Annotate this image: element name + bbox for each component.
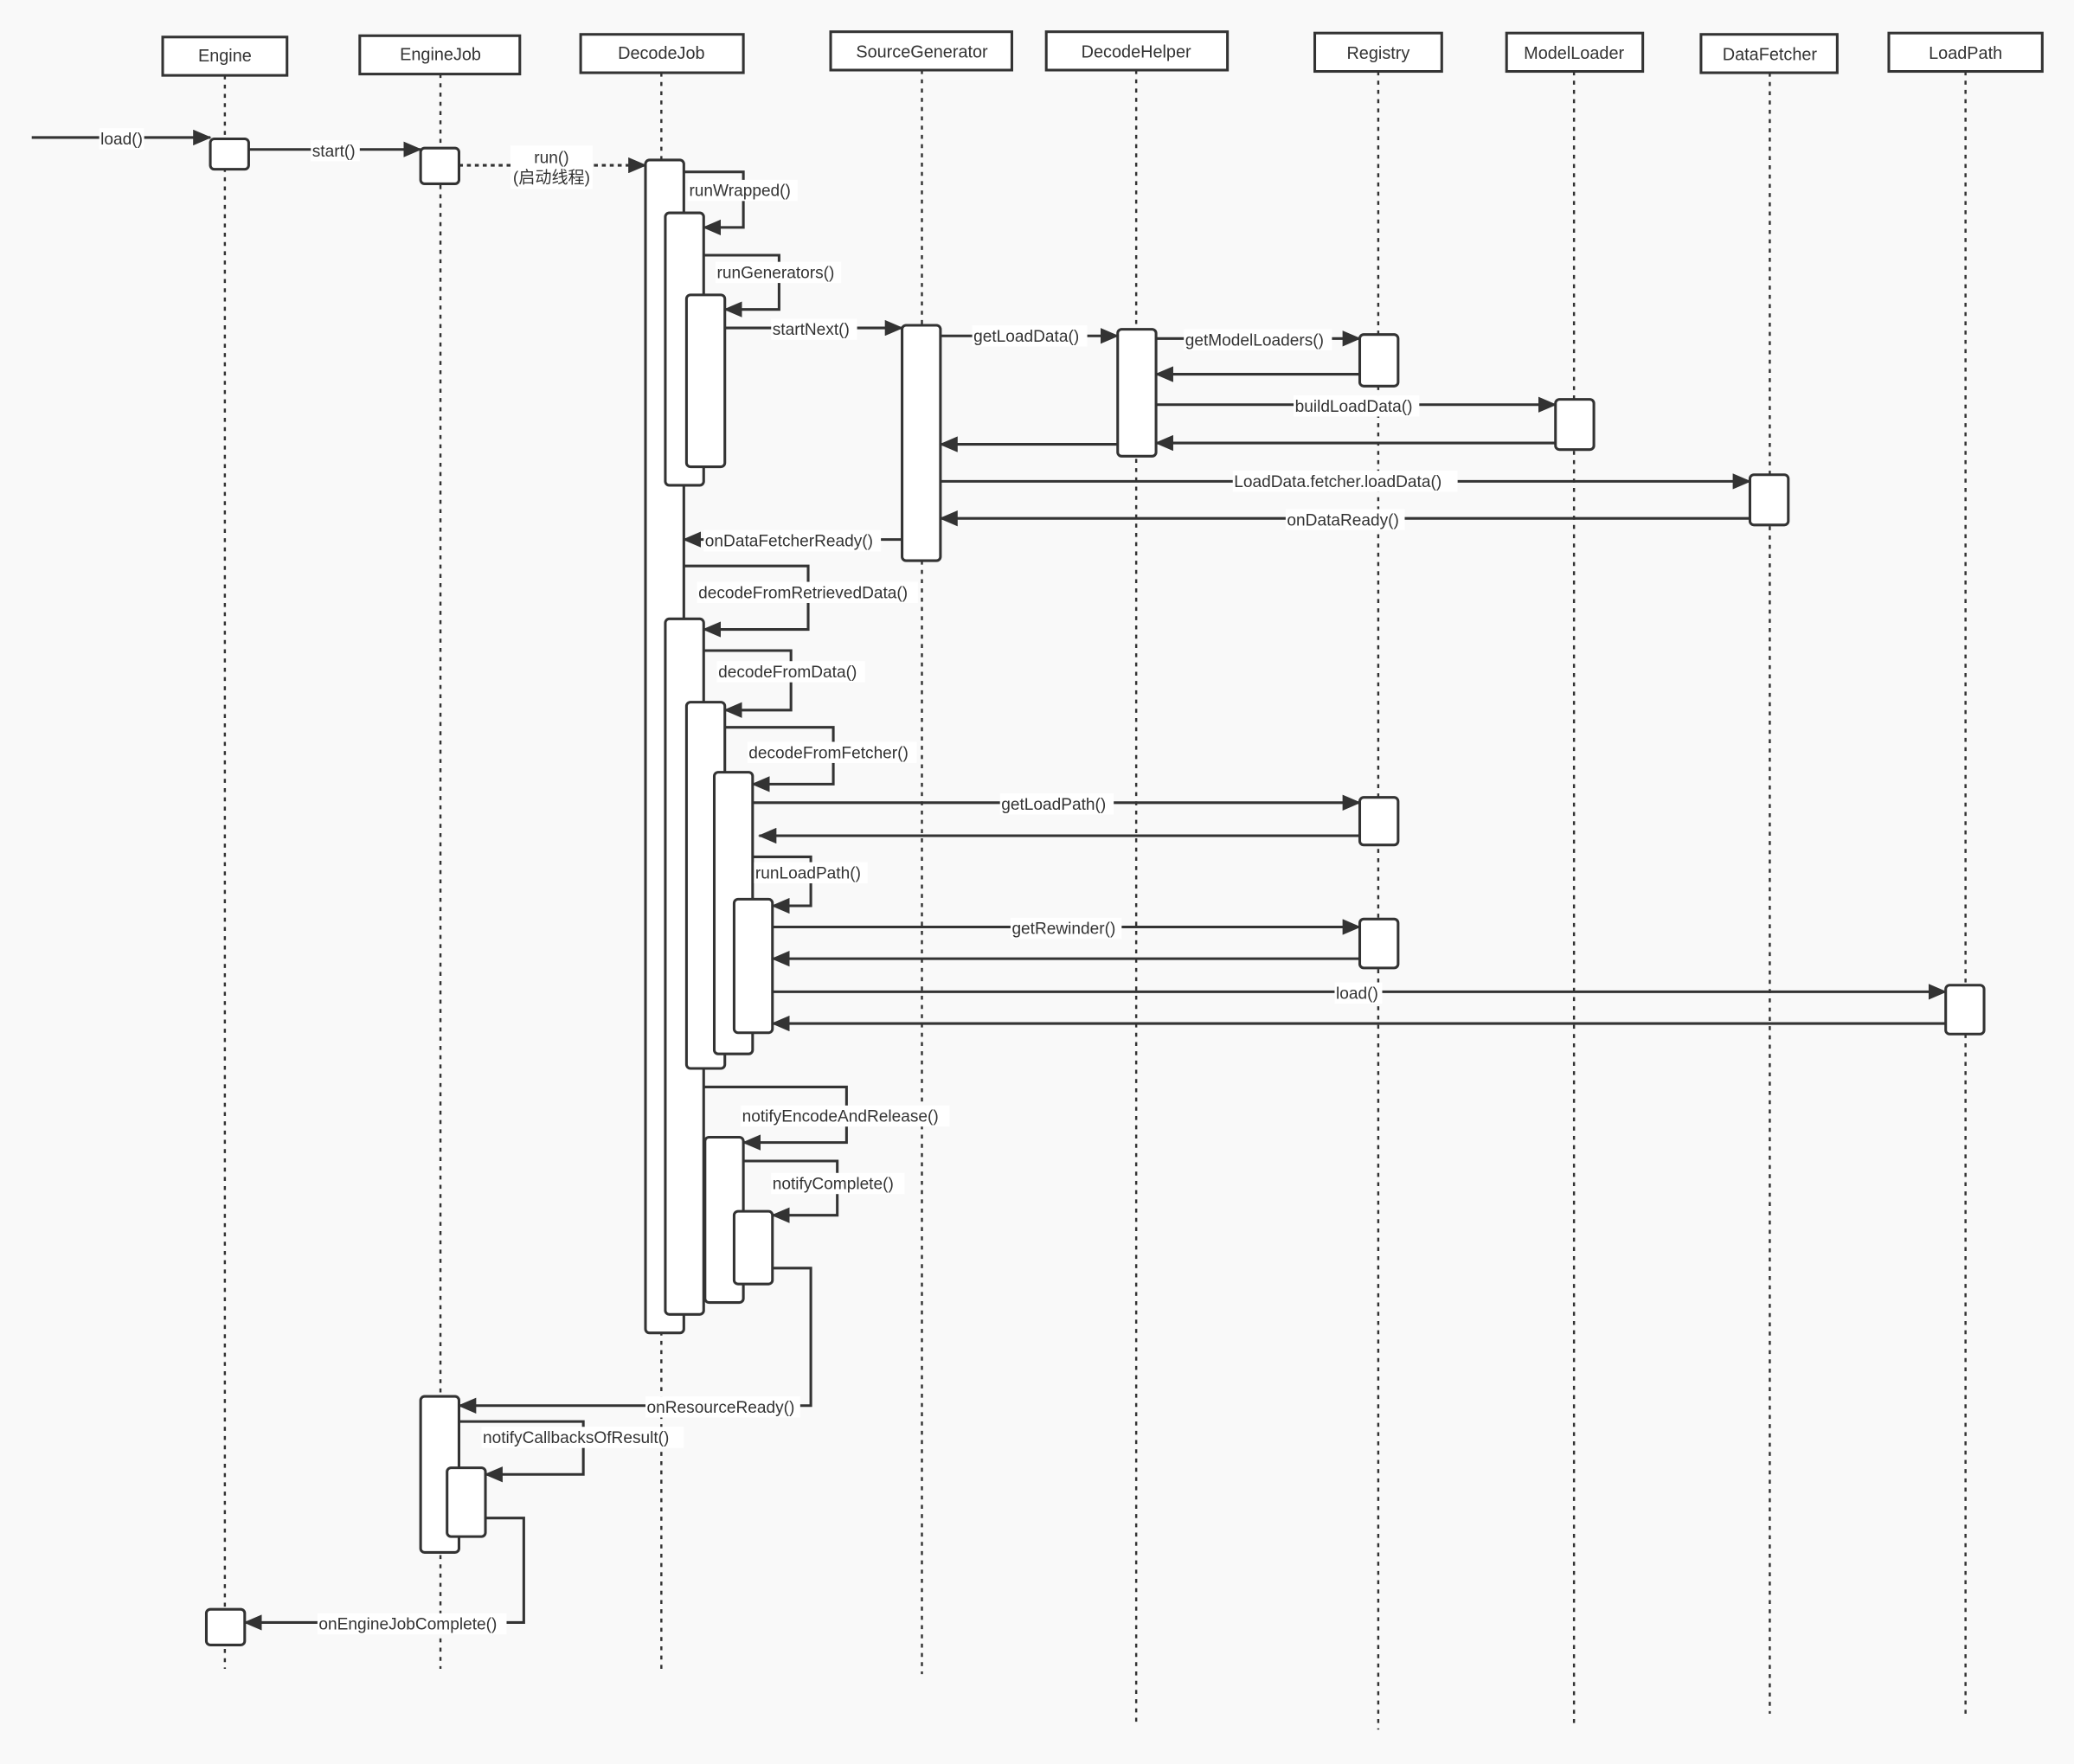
- message-label: run(): [534, 149, 568, 167]
- message-label: notifyEncodeAndRelease(): [742, 1108, 939, 1126]
- message-runloadpath[interactable]: runLoadPath(): [752, 855, 868, 914]
- message-fetcher-loaddata[interactable]: LoadData.fetcher.loadData(): [940, 471, 1751, 492]
- message-label: runGenerators(): [717, 264, 835, 282]
- message-label: load(): [1336, 985, 1378, 1003]
- message-getloadpath[interactable]: getLoadPath(): [752, 793, 1362, 815]
- message-getrewinder[interactable]: getRewinder(): [772, 917, 1362, 940]
- activation-modelloader[interactable]: [1554, 398, 1596, 452]
- activation-engine-1[interactable]: [209, 137, 250, 171]
- activation-decodejob-notifycomplete[interactable]: [732, 1209, 774, 1286]
- participant-label: DataFetcher: [1723, 45, 1818, 64]
- messages: load() start() run() (启动线程) runWrapped()…: [31, 128, 1948, 1635]
- message-label: onEngineJobComplete(): [318, 1616, 497, 1634]
- participant-label: LoadPath: [1929, 44, 2002, 63]
- message-label: runWrapped(): [689, 183, 790, 201]
- activation-registry-2[interactable]: [1358, 796, 1400, 847]
- message-decodefromretrieveddata[interactable]: decodeFromRetrievedData(): [684, 564, 918, 638]
- participant-label: SourceGenerator: [856, 42, 988, 61]
- participant-modelloader[interactable]: ModelLoader: [1505, 31, 1645, 74]
- activations: [204, 137, 1986, 1646]
- message-run[interactable]: run() (启动线程): [459, 145, 647, 189]
- activation-engine-2[interactable]: [204, 1607, 247, 1646]
- message-label: LoadData.fetcher.loadData(): [1234, 473, 1442, 491]
- message-decodefromfetcher[interactable]: decodeFromFetcher(): [724, 726, 917, 792]
- participant-label: ModelLoader: [1524, 44, 1624, 63]
- message-label-sub: (启动线程): [513, 168, 590, 187]
- participant-label: EngineJob: [400, 45, 481, 64]
- activation-registry-1[interactable]: [1358, 333, 1400, 388]
- activation-loadpath[interactable]: [1944, 984, 1986, 1036]
- participant-engine[interactable]: Engine: [161, 35, 289, 77]
- message-label: onDataFetcherReady(): [705, 533, 873, 551]
- participant-enginejob[interactable]: EngineJob: [358, 34, 522, 76]
- message-label: getLoadPath(): [1001, 796, 1106, 814]
- message-label: onDataReady(): [1287, 511, 1398, 529]
- participant-loadpath[interactable]: LoadPath: [1887, 31, 2044, 74]
- message-decodefromdata[interactable]: decodeFromData(): [703, 649, 865, 718]
- activation-sourcegenerator[interactable]: [901, 324, 942, 562]
- activation-registry-3[interactable]: [1358, 917, 1400, 970]
- message-label: decodeFromFetcher(): [748, 744, 909, 762]
- message-load[interactable]: load(): [31, 128, 212, 150]
- message-label: getRewinder(): [1011, 920, 1115, 939]
- activation-decodejob-rungenerators[interactable]: [684, 293, 727, 469]
- message-label: getModelLoaders(): [1185, 331, 1324, 350]
- activation-decodehelper[interactable]: [1116, 328, 1158, 458]
- participant-decodehelper[interactable]: DecodeHelper: [1044, 30, 1230, 72]
- message-label: decodeFromData(): [718, 664, 857, 682]
- message-label: runLoadPath(): [755, 864, 861, 882]
- message-onresourceready[interactable]: onResourceReady(): [457, 1267, 812, 1418]
- activation-enginejob-1[interactable]: [419, 146, 460, 185]
- message-label: startNext(): [773, 321, 850, 339]
- message-ondataready[interactable]: onDataReady(): [939, 509, 1750, 530]
- participant-decodejob[interactable]: DecodeJob: [579, 33, 745, 74]
- activation-datafetcher[interactable]: [1748, 473, 1790, 527]
- message-onenginejobcomplete[interactable]: onEngineJobComplete(): [243, 1517, 525, 1635]
- message-start[interactable]: start(): [248, 140, 422, 162]
- message-label: load(): [100, 131, 143, 149]
- participant-datafetcher[interactable]: DataFetcher: [1699, 33, 1839, 74]
- message-buildloaddata[interactable]: buildLoadData(): [1156, 395, 1557, 417]
- message-label: notifyComplete(): [773, 1176, 894, 1194]
- participant-label: DecodeJob: [618, 44, 704, 63]
- message-label: getLoadData(): [973, 328, 1079, 346]
- message-startnext[interactable]: startNext(): [724, 318, 904, 340]
- message-label: buildLoadData(): [1295, 398, 1413, 416]
- message-label: decodeFromRetrievedData(): [698, 584, 908, 602]
- message-label: start(): [312, 143, 356, 161]
- participant-label: Engine: [198, 47, 252, 66]
- message-getloaddata[interactable]: getLoadData(): [940, 325, 1120, 347]
- participant-label: DecodeHelper: [1082, 42, 1191, 61]
- message-rungenerators[interactable]: runGenerators(): [703, 253, 842, 318]
- message-label: onResourceReady(): [647, 1399, 795, 1417]
- activation-enginejob-3[interactable]: [446, 1466, 487, 1538]
- message-ondatafetcherready[interactable]: onDataFetcherReady(): [682, 529, 902, 552]
- message-notifycomplete[interactable]: notifyComplete(): [743, 1159, 905, 1223]
- message-loadpath-load[interactable]: load(): [772, 982, 1948, 1004]
- message-getmodelloaders[interactable]: getModelLoaders(): [1156, 329, 1362, 351]
- participant-label: Registry: [1346, 44, 1409, 63]
- message-label: notifyCallbacksOfResult(): [483, 1429, 669, 1447]
- participant-registry[interactable]: Registry: [1313, 31, 1443, 74]
- message-runwrapped[interactable]: runWrapped(): [684, 170, 798, 236]
- message-notifycallbacksofresult[interactable]: notifyCallbacksOfResult(): [459, 1420, 684, 1483]
- activation-decodejob-runloadpath[interactable]: [732, 897, 774, 1035]
- participant-sourcegenerator[interactable]: SourceGenerator: [829, 30, 1013, 72]
- message-notifyencodeandrelease[interactable]: notifyEncodeAndRelease(): [703, 1085, 950, 1151]
- participants: Engine EngineJob DecodeJob SourceGenerat…: [161, 30, 2044, 77]
